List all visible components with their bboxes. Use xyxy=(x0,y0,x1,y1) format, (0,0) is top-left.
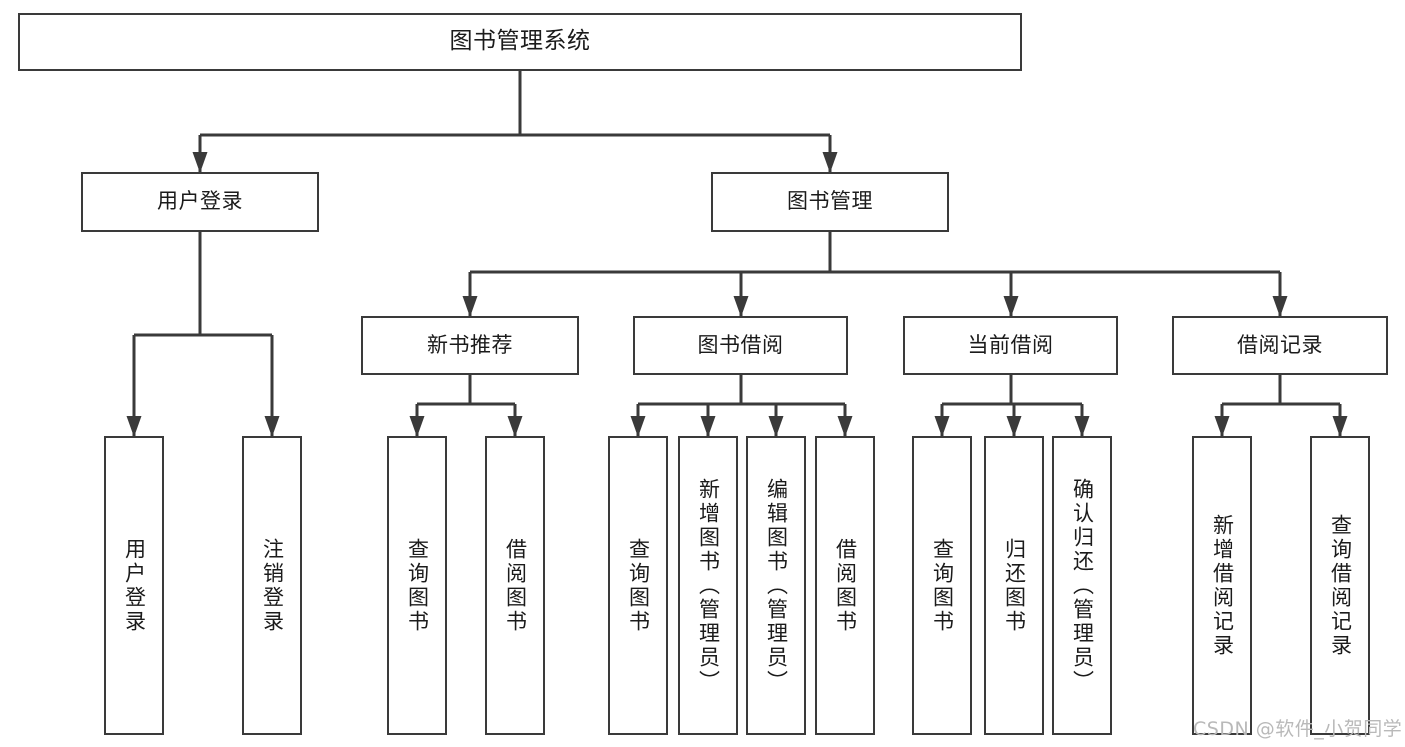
node-label: 编辑图书（管理员） xyxy=(764,477,789,694)
connector-arrowhead xyxy=(462,296,478,317)
connector-arrowhead xyxy=(1074,416,1090,437)
connector-arrowhead xyxy=(837,416,853,437)
node-label: 图书管理 xyxy=(787,189,873,214)
node-leaf-confirm-return[interactable]: 确认归还（管理员） xyxy=(1052,436,1112,735)
node-current-borrow[interactable]: 当前借阅 xyxy=(903,316,1118,375)
connector-arrowhead xyxy=(264,416,280,437)
node-user-login[interactable]: 用户登录 xyxy=(81,172,319,232)
node-leaf-query-book-3[interactable]: 查询图书 xyxy=(912,436,972,735)
node-book-manage[interactable]: 图书管理 xyxy=(711,172,949,232)
connector-arrowhead xyxy=(733,296,749,317)
connector-arrowhead xyxy=(700,416,716,437)
connector-arrowhead xyxy=(1214,416,1230,437)
node-label: 用户登录 xyxy=(157,189,243,214)
node-label: 查询图书 xyxy=(626,537,651,634)
node-label: 确认归还（管理员） xyxy=(1070,477,1095,694)
connector-arrowhead xyxy=(409,416,425,437)
node-leaf-add-book[interactable]: 新增图书（管理员） xyxy=(678,436,738,735)
connector-arrowhead xyxy=(507,416,523,437)
connector-arrowhead xyxy=(630,416,646,437)
node-root[interactable]: 图书管理系统 xyxy=(18,13,1022,71)
node-leaf-add-record[interactable]: 新增借阅记录 xyxy=(1192,436,1252,735)
node-leaf-query-book-1[interactable]: 查询图书 xyxy=(387,436,447,735)
node-leaf-borrow-book-1[interactable]: 借阅图书 xyxy=(485,436,545,735)
connector-arrowhead xyxy=(192,152,208,173)
node-label: 用户登录 xyxy=(122,537,147,634)
connector-arrowhead xyxy=(1332,416,1348,437)
node-label: 查询借阅记录 xyxy=(1328,513,1353,658)
connector-arrowhead xyxy=(126,416,142,437)
node-leaf-edit-book[interactable]: 编辑图书（管理员） xyxy=(746,436,806,735)
node-label: 借阅图书 xyxy=(833,537,858,634)
node-leaf-user-login[interactable]: 用户登录 xyxy=(104,436,164,735)
connector-arrowhead xyxy=(822,152,838,173)
node-label: 图书管理系统 xyxy=(449,28,591,55)
node-leaf-logout[interactable]: 注销登录 xyxy=(242,436,302,735)
node-leaf-query-record[interactable]: 查询借阅记录 xyxy=(1310,436,1370,735)
connector-arrowhead xyxy=(934,416,950,437)
node-borrow-record[interactable]: 借阅记录 xyxy=(1172,316,1388,375)
node-label: 借阅记录 xyxy=(1237,332,1323,357)
node-label: 图书借阅 xyxy=(697,332,784,357)
node-leaf-return-book[interactable]: 归还图书 xyxy=(984,436,1044,735)
connector-arrowhead xyxy=(1003,296,1019,317)
connector-arrowhead xyxy=(1272,296,1288,317)
node-book-borrow[interactable]: 图书借阅 xyxy=(633,316,848,375)
node-label: 借阅图书 xyxy=(503,537,528,634)
node-label: 注销登录 xyxy=(260,537,285,634)
node-new-book-rec[interactable]: 新书推荐 xyxy=(361,316,579,375)
node-label: 新增图书（管理员） xyxy=(696,477,721,694)
node-label: 查询图书 xyxy=(930,537,955,634)
node-leaf-borrow-book-2[interactable]: 借阅图书 xyxy=(815,436,875,735)
node-label: 查询图书 xyxy=(405,537,430,634)
node-label: 当前借阅 xyxy=(967,332,1054,357)
node-label: 新书推荐 xyxy=(427,332,513,357)
node-leaf-query-book-2[interactable]: 查询图书 xyxy=(608,436,668,735)
node-label: 归还图书 xyxy=(1002,537,1027,634)
node-label: 新增借阅记录 xyxy=(1210,513,1235,658)
connector-arrowhead xyxy=(768,416,784,437)
connector-arrowhead xyxy=(1006,416,1022,437)
